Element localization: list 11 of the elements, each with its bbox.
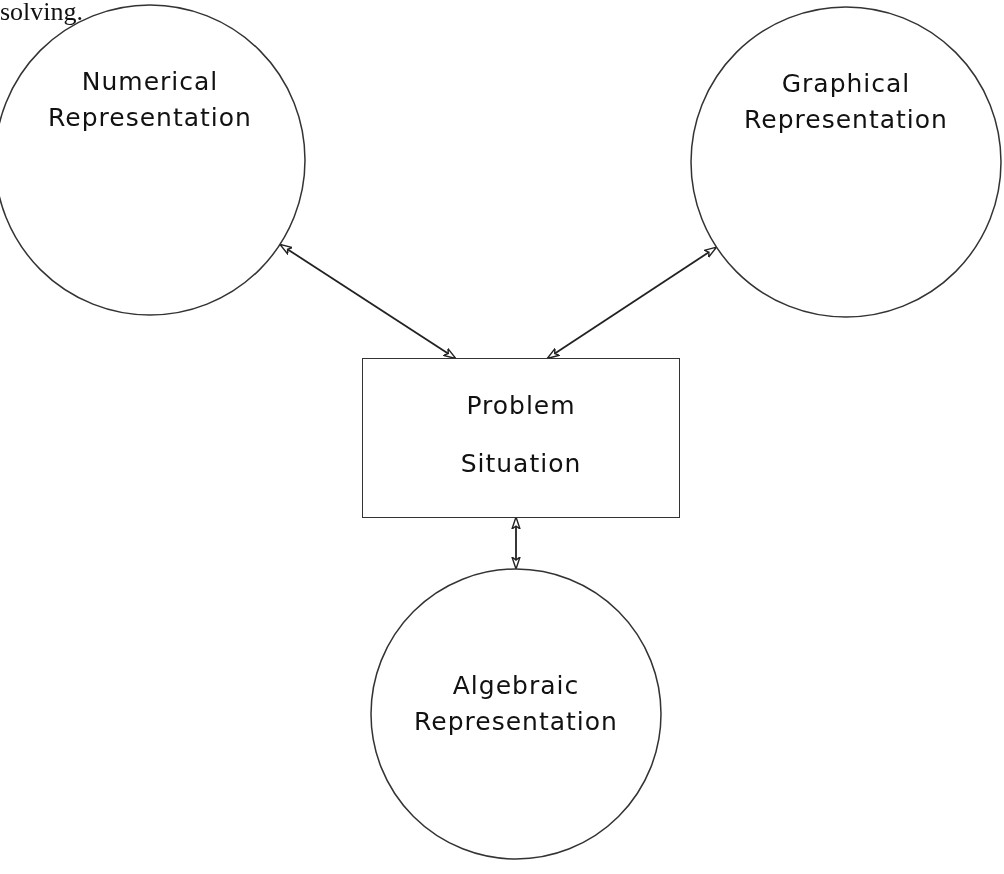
double-arrow — [279, 243, 457, 360]
double-arrow — [511, 516, 521, 570]
note-text: solving. — [0, 0, 84, 27]
node-label: Algebraic Representation — [413, 670, 619, 739]
circle-node — [370, 568, 662, 860]
node-label: Problem Situation — [459, 390, 583, 480]
node-label: Graphical Representation — [743, 68, 949, 137]
process-box — [362, 358, 680, 518]
double-arrow — [546, 246, 718, 360]
circle-node — [690, 6, 1002, 318]
node-label: Numerical Representation — [47, 66, 253, 135]
